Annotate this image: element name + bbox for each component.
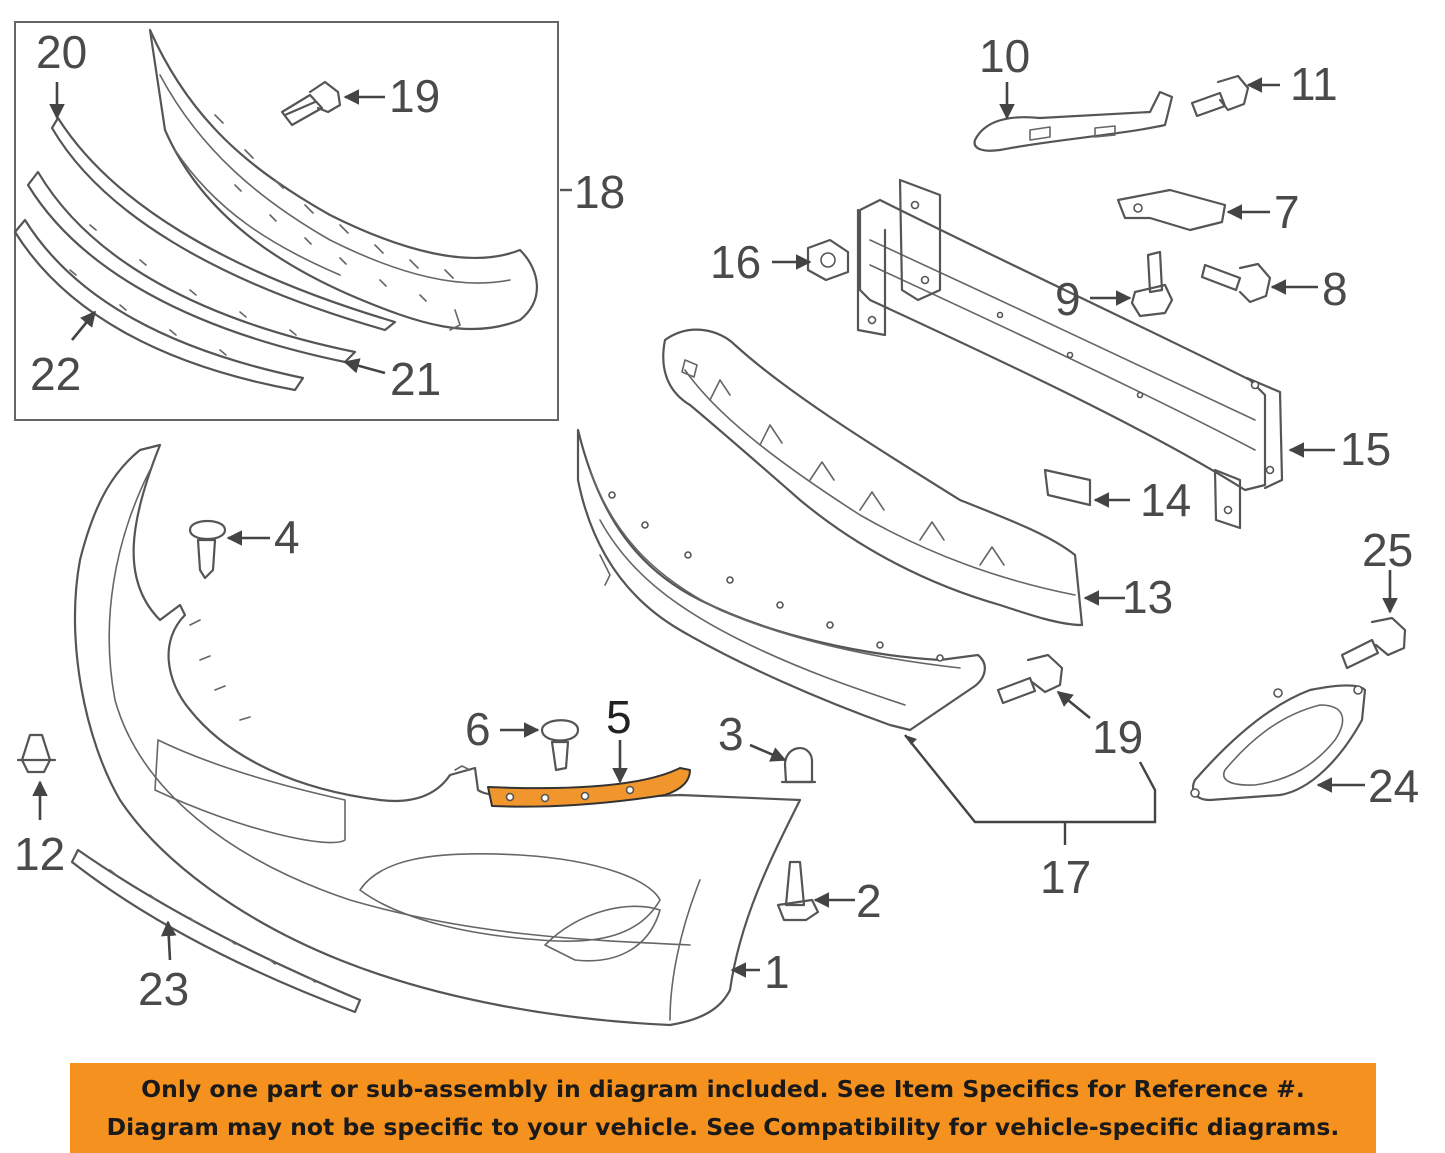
bolt-11 [1190,74,1250,118]
callout-9: 9 [1055,273,1081,325]
callout-21: 21 [390,353,441,405]
disclaimer-line-2: Diagram may not be specific to your vehi… [106,1113,1340,1141]
bracket-7 [1116,188,1227,232]
bolt-25 [1340,616,1407,670]
bolt-8 [1200,262,1272,304]
callout-8: 8 [1322,263,1348,315]
callout-10: 10 [979,30,1030,82]
callout-7: 7 [1274,186,1300,238]
callout-16: 16 [710,236,761,288]
radiator-grille [148,28,538,331]
callout-3: 3 [718,708,744,760]
callout-24: 24 [1368,760,1419,812]
callout-15: 15 [1340,423,1391,475]
callout-13: 13 [1122,571,1173,623]
energy-absorber-13 [662,328,1084,627]
disclaimer-banner-background [70,1063,1376,1153]
bolt-19-inset [280,80,342,127]
callout-19-right: 19 [1092,711,1143,763]
callout-5: 5 [606,691,632,743]
screw-2 [776,860,820,922]
callout-4: 4 [274,511,300,563]
grille-inset [13,21,572,421]
bracket-17 [904,734,1157,845]
highlighted-part-5 [487,767,691,808]
bumper-reinforcement-15 [856,178,1284,530]
grille-molding-upper [50,116,397,332]
lower-grille-17 [576,428,986,732]
grille-molding-lower [13,218,305,392]
callout-20: 20 [36,26,87,78]
callout-22: 22 [30,348,81,400]
lower-trim-23 [70,848,362,1014]
inset-frame [14,21,559,421]
bumper-side-bracket-10 [973,90,1174,152]
callout-12: 12 [14,828,65,880]
callout-2: 2 [856,875,882,927]
callout-23: 23 [138,963,189,1015]
fog-lamp-cover-24 [1190,684,1367,802]
bolt-19-right [996,653,1064,705]
callout-19-inset: 19 [389,70,440,122]
callout-labels: 1 2 3 4 5 6 7 8 9 10 11 12 13 14 15 16 1… [14,26,1419,1015]
nut-16 [806,238,850,282]
callout-25: 25 [1362,524,1413,576]
callout-6: 6 [465,703,491,755]
clip-14 [1043,468,1092,507]
leader-lines [32,77,1398,978]
bumper-cover-1 [73,443,802,1027]
callout-11: 11 [1290,58,1338,110]
callout-18: 18 [574,166,625,218]
clip-3 [780,747,817,784]
disclaimer-banner: Only one part or sub-assembly in diagram… [70,1063,1376,1153]
clip-12 [16,733,57,774]
callout-1: 1 [764,946,790,998]
callout-17: 17 [1040,851,1091,903]
disclaimer-line-1: Only one part or sub-assembly in diagram… [141,1075,1305,1103]
clip-4 [188,519,227,580]
callout-14: 14 [1140,474,1191,526]
bolt-9 [1130,250,1174,318]
part-5-shape [487,767,691,808]
clip-6 [540,719,580,772]
